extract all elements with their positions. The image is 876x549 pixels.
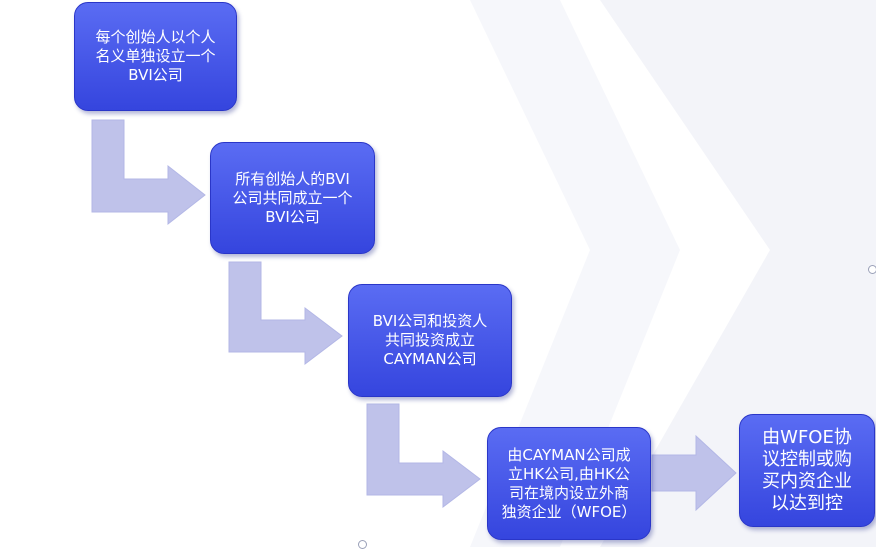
straight-arrow-4 xyxy=(651,434,737,512)
step-2-text: 所有创始人的BVI 公司共同成立一个 BVI公司 xyxy=(232,169,353,226)
elbow-arrow-3 xyxy=(366,403,481,509)
selection-handle-right[interactable] xyxy=(868,265,876,274)
step-1-text: 每个创始人以个人 名义单独设立一个 BVI公司 xyxy=(95,28,216,84)
selection-handle-bottom[interactable] xyxy=(358,540,367,549)
elbow-arrow-1 xyxy=(91,119,206,226)
step-5-text: 由WFOE协 议控制或购 买内资企业 以达到控 xyxy=(762,426,852,514)
step-box-1: 每个创始人以个人 名义单独设立一个 BVI公司 xyxy=(74,2,237,111)
step-box-2: 所有创始人的BVI 公司共同成立一个 BVI公司 xyxy=(210,142,375,254)
step-box-3: BVI公司和投资人 共同投资成立 CAYMAN公司 xyxy=(348,284,512,397)
step-4-text: 由CAYMAN公司成 立HK公司,由HK公 司在境内设立外商 独资企业（WFOE… xyxy=(501,445,637,521)
step-box-4: 由CAYMAN公司成 立HK公司,由HK公 司在境内设立外商 独资企业（WFOE… xyxy=(487,427,651,540)
step-box-5: 由WFOE协 议控制或购 买内资企业 以达到控 xyxy=(739,414,875,527)
elbow-arrow-2 xyxy=(228,261,343,366)
step-3-text: BVI公司和投资人 共同投资成立 CAYMAN公司 xyxy=(372,312,488,368)
